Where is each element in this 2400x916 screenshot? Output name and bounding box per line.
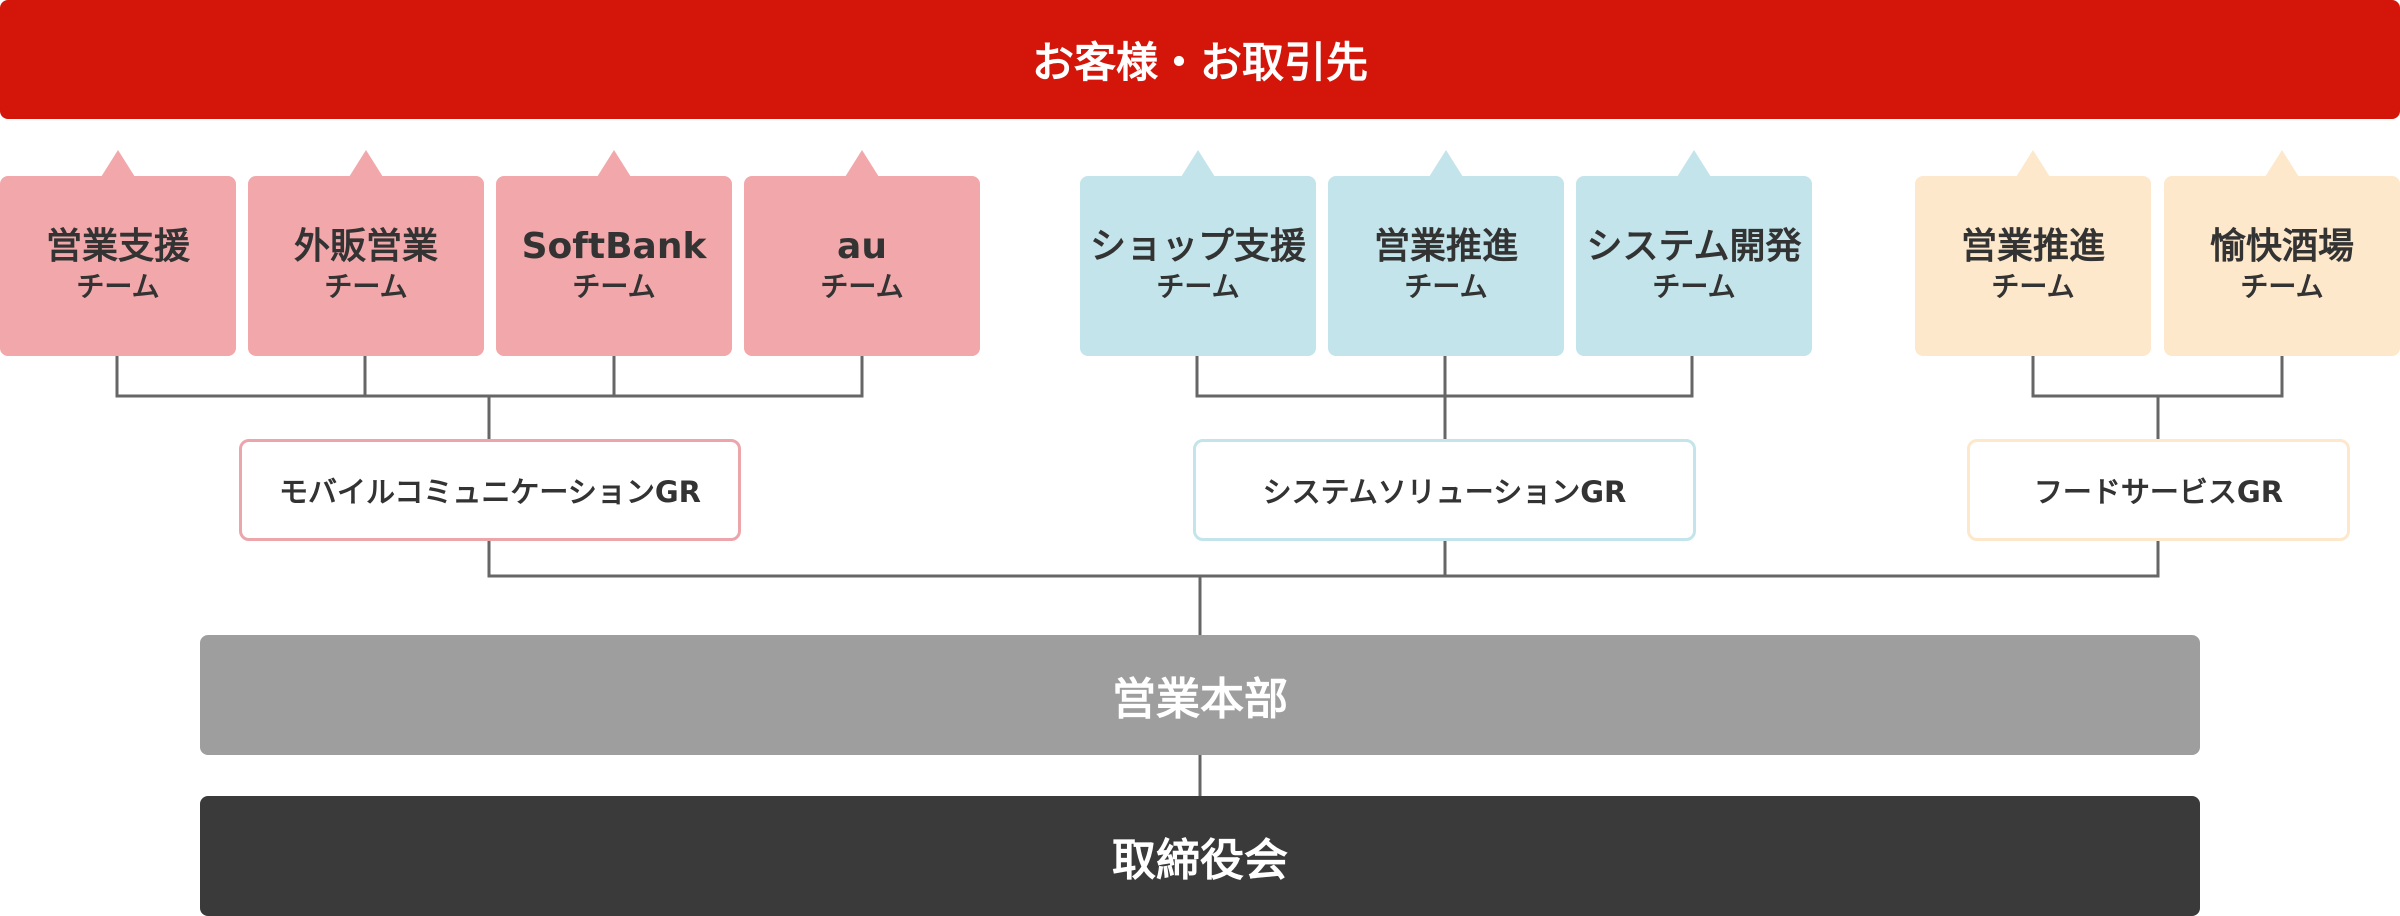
- team-name: 営業推進: [1373, 226, 1518, 268]
- team-label: チーム: [572, 269, 656, 303]
- team-box: ショップ支援 チーム: [1080, 150, 1316, 356]
- team-box: 営業推進 チーム: [1328, 150, 1564, 356]
- group-name: システムソリューションGR: [1262, 475, 1627, 509]
- board-of-directors-label: 取締役会: [1112, 835, 1288, 886]
- team-label: チーム: [820, 269, 904, 303]
- team-name: 外販営業: [293, 226, 438, 268]
- team-label: チーム: [76, 269, 160, 303]
- team-label: チーム: [1156, 269, 1240, 303]
- group-name: モバイルコミュニケーションGR: [279, 475, 701, 509]
- team-label: チーム: [2240, 269, 2324, 303]
- team-box: 外販営業 チーム: [248, 150, 484, 356]
- group-box-food: フードサービスGR: [1967, 439, 2350, 541]
- connector-line: [2031, 356, 2284, 398]
- team-box: 愉快酒場 チーム: [2164, 150, 2400, 356]
- team-label: チーム: [1404, 269, 1488, 303]
- team-box: SoftBank チーム: [496, 150, 732, 356]
- team-box: 営業推進 チーム: [1915, 150, 2151, 356]
- group-name: フードサービスGR: [2033, 475, 2284, 509]
- team-box: au チーム: [744, 150, 980, 356]
- team-name: 愉快酒場: [2209, 226, 2354, 268]
- team-name: 営業推進: [1960, 226, 2105, 268]
- connector-line: [115, 356, 864, 398]
- team-name: au: [837, 226, 887, 268]
- team-label: チーム: [324, 269, 408, 303]
- team-name: システム開発: [1586, 226, 1802, 268]
- group-box-system: システムソリューションGR: [1193, 439, 1696, 541]
- team-name: SoftBank: [521, 226, 707, 268]
- connector-line: [487, 541, 2160, 578]
- team-label: チーム: [1652, 269, 1736, 303]
- team-name: 営業支援: [45, 226, 190, 268]
- team-box: 営業支援 チーム: [0, 150, 236, 356]
- customers-banner-label: お客様・お取引先: [1031, 38, 1368, 87]
- board-of-directors-box: 取締役会: [200, 796, 2200, 916]
- sales-division-label: 営業本部: [1112, 674, 1288, 725]
- sales-division-box: 営業本部: [200, 635, 2200, 755]
- team-name: ショップ支援: [1089, 226, 1306, 268]
- customers-banner: お客様・お取引先: [0, 0, 2400, 119]
- team-label: チーム: [1991, 269, 2075, 303]
- group-box-mobile: モバイルコミュニケーションGR: [239, 439, 741, 541]
- team-box: システム開発 チーム: [1576, 150, 1812, 356]
